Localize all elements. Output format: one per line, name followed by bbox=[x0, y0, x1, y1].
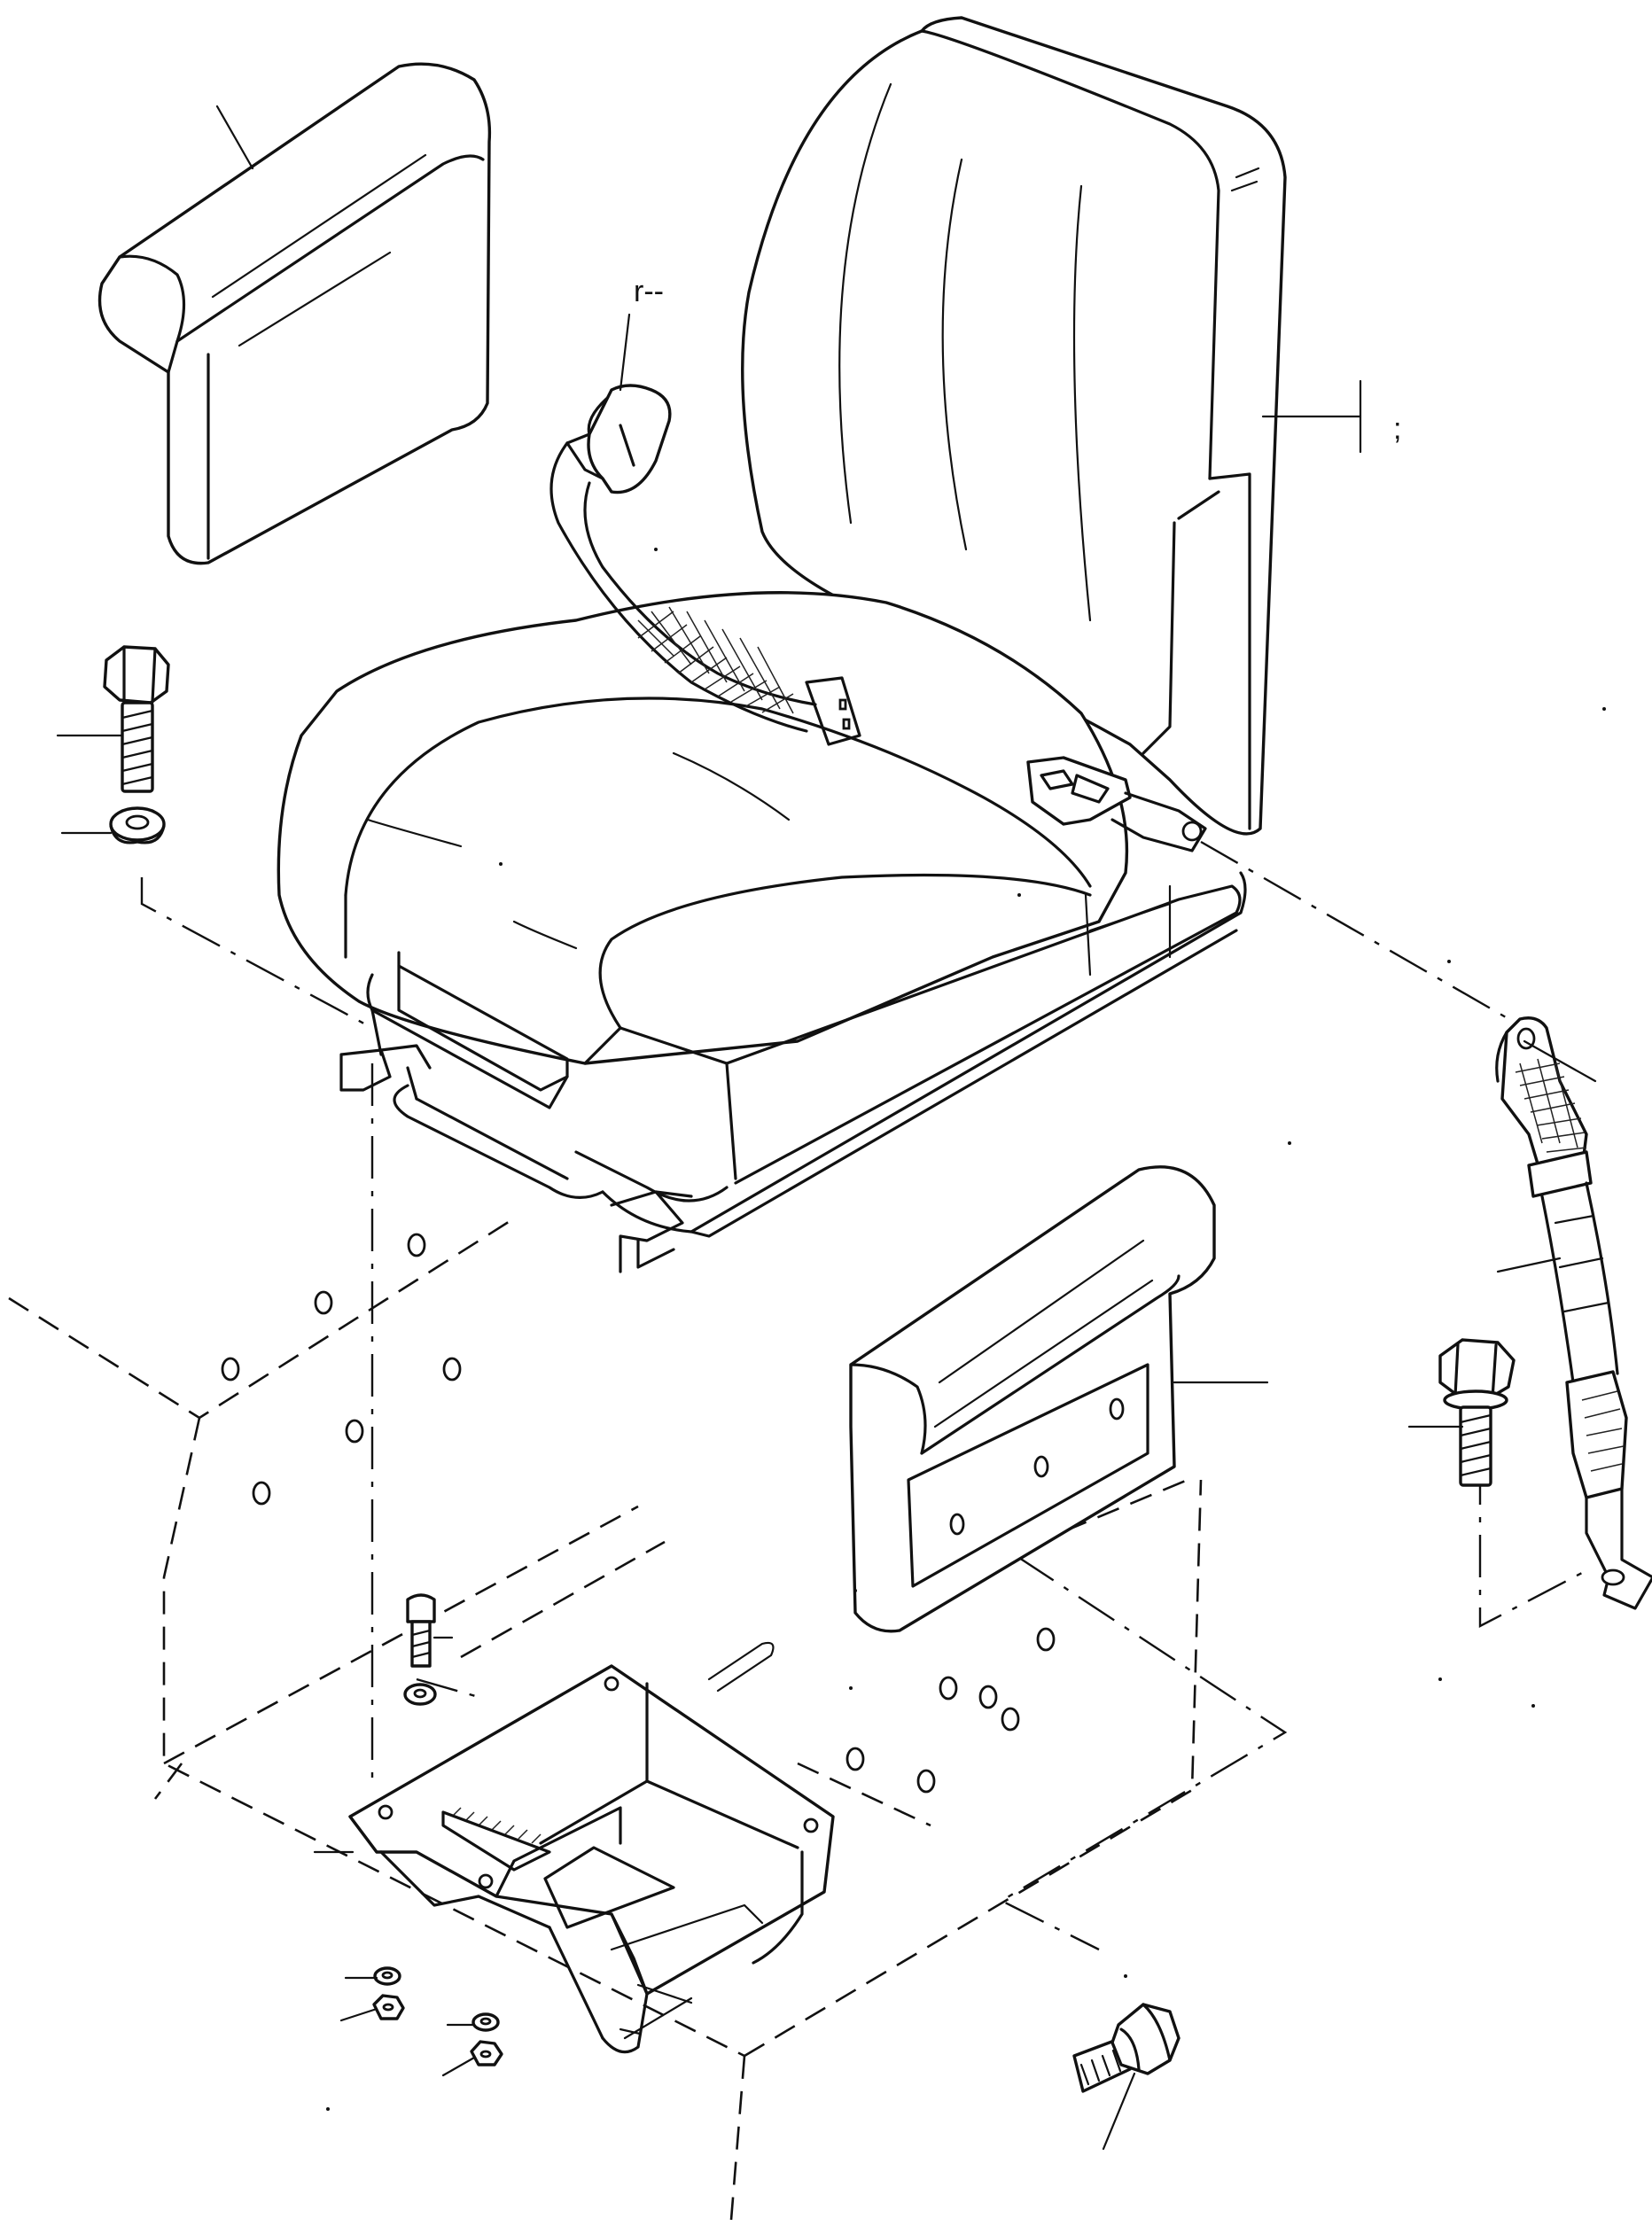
washer-lower-2 bbox=[471, 2012, 500, 2032]
stray-mark-top: r-- bbox=[634, 275, 664, 308]
cab-floor-outline bbox=[8, 1217, 1203, 2221]
hex-bolt-top-left bbox=[103, 645, 170, 793]
anchor-lower-hatch bbox=[1581, 1390, 1625, 1472]
anchor-webbing-hatch bbox=[1515, 1058, 1587, 1153]
scan-specks bbox=[326, 548, 1606, 2111]
seat-belt-buckle-strap bbox=[549, 384, 861, 746]
washer-lower-1 bbox=[373, 1966, 401, 1986]
seat-mount-bracket bbox=[348, 1664, 835, 2054]
seat-slide-rails bbox=[339, 871, 1247, 1273]
spring-washer-top-left bbox=[109, 806, 166, 844]
nut-lower-1 bbox=[372, 1994, 405, 2020]
small-bolt-bracket bbox=[406, 1593, 436, 1668]
hex-bolt-bottom bbox=[1072, 2003, 1181, 2093]
belt-webbing-hatch bbox=[637, 606, 794, 714]
hex-bolt-right bbox=[1438, 1338, 1516, 1487]
seat-cushion bbox=[277, 591, 1242, 1203]
small-washer-bracket bbox=[403, 1683, 437, 1706]
seat-backrest bbox=[741, 16, 1287, 836]
armrest-left bbox=[97, 62, 492, 565]
armrest-right bbox=[849, 1165, 1216, 1633]
nut-lower-2 bbox=[470, 2040, 503, 2066]
stray-mark-right: ; bbox=[1393, 412, 1401, 446]
seat-belt-anchor-strap bbox=[1495, 1016, 1652, 1610]
seat-belt-latch-plate bbox=[1026, 756, 1207, 852]
bracket-rack-teeth bbox=[451, 1807, 542, 1844]
floor-holes bbox=[221, 1233, 1056, 1794]
leader-lines bbox=[56, 105, 1597, 2151]
assembly-center-lines bbox=[140, 840, 1583, 1951]
